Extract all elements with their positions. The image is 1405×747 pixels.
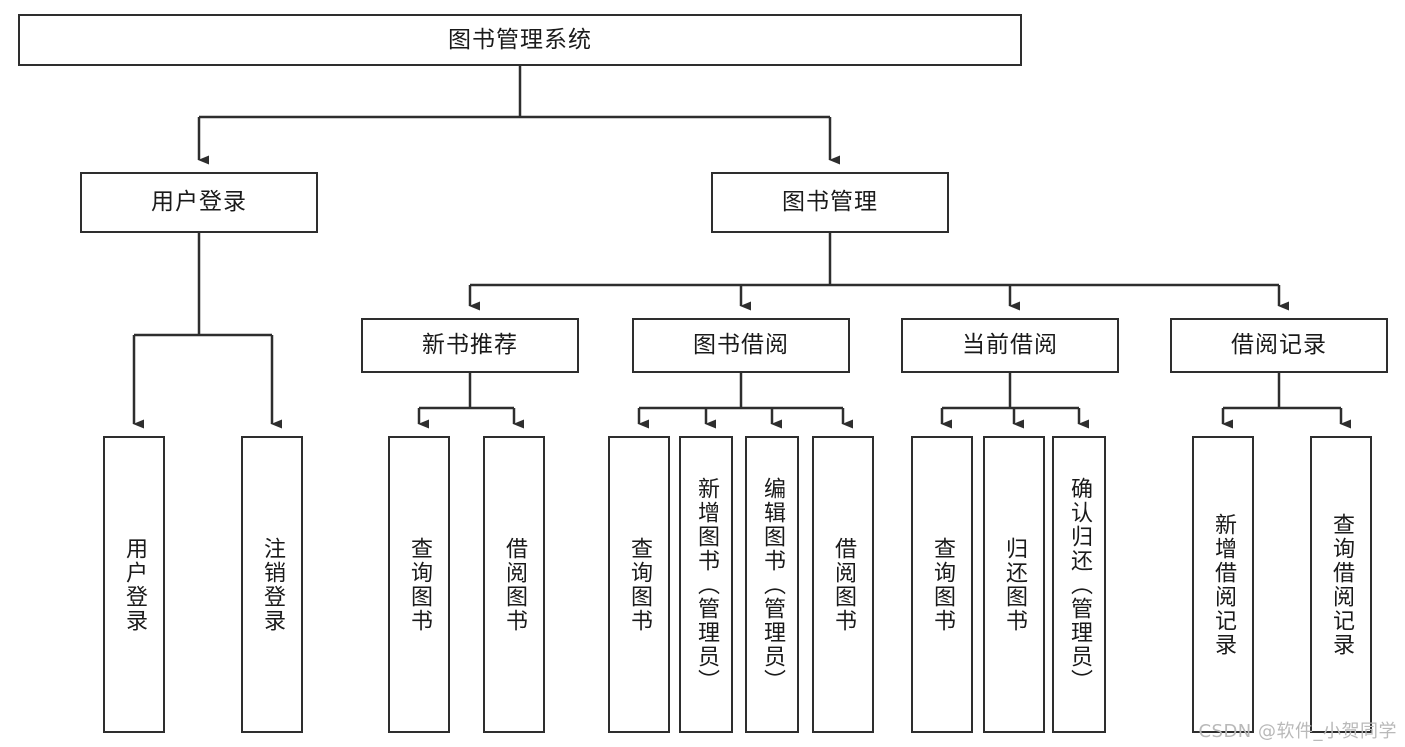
node-leaf-query-books-current[interactable]: 查询图书 xyxy=(911,436,973,733)
node-current-borrow[interactable]: 当前借阅 xyxy=(901,318,1119,373)
node-leaf-query-books-current-label: 查询图书 xyxy=(929,536,955,633)
node-leaf-confirm-return-admin-label: 确认归还（管理员） xyxy=(1066,476,1092,693)
node-leaf-edit-book-admin[interactable]: 编辑图书（管理员） xyxy=(745,436,799,733)
node-leaf-edit-book-admin-label: 编辑图书（管理员） xyxy=(759,476,785,693)
node-root-label: 图书管理系统 xyxy=(448,26,592,53)
node-book-borrow-label: 图书借阅 xyxy=(693,332,789,359)
node-borrow-records-label: 借阅记录 xyxy=(1231,332,1327,359)
node-leaf-add-borrow-record[interactable]: 新增借阅记录 xyxy=(1192,436,1254,733)
node-new-book-recommend[interactable]: 新书推荐 xyxy=(361,318,579,373)
node-book-borrow[interactable]: 图书借阅 xyxy=(632,318,850,373)
node-leaf-borrow-books-borrow[interactable]: 借阅图书 xyxy=(812,436,874,733)
node-leaf-query-books-recommend-label: 查询图书 xyxy=(406,536,432,633)
node-leaf-user-login-label: 用户登录 xyxy=(121,536,147,633)
node-leaf-add-book-admin[interactable]: 新增图书（管理员） xyxy=(679,436,733,733)
node-new-book-recommend-label: 新书推荐 xyxy=(422,332,518,359)
node-user-login-label: 用户登录 xyxy=(151,189,247,216)
node-root[interactable]: 图书管理系统 xyxy=(18,14,1022,66)
node-leaf-logout-label: 注销登录 xyxy=(259,536,285,633)
node-leaf-borrow-books-recommend[interactable]: 借阅图书 xyxy=(483,436,545,733)
node-book-management[interactable]: 图书管理 xyxy=(711,172,949,233)
node-book-management-label: 图书管理 xyxy=(782,189,878,216)
node-leaf-confirm-return-admin[interactable]: 确认归还（管理员） xyxy=(1052,436,1106,733)
node-leaf-query-books-recommend[interactable]: 查询图书 xyxy=(388,436,450,733)
node-leaf-add-borrow-record-label: 新增借阅记录 xyxy=(1210,512,1236,657)
node-current-borrow-label: 当前借阅 xyxy=(962,332,1058,359)
node-leaf-query-books-borrow[interactable]: 查询图书 xyxy=(608,436,670,733)
node-leaf-logout[interactable]: 注销登录 xyxy=(241,436,303,733)
node-leaf-borrow-books-borrow-label: 借阅图书 xyxy=(830,536,856,633)
node-leaf-query-borrow-record-label: 查询借阅记录 xyxy=(1328,512,1354,657)
node-leaf-return-books-label: 归还图书 xyxy=(1001,536,1027,633)
node-leaf-query-books-borrow-label: 查询图书 xyxy=(626,536,652,633)
node-leaf-add-book-admin-label: 新增图书（管理员） xyxy=(693,476,719,693)
node-borrow-records[interactable]: 借阅记录 xyxy=(1170,318,1388,373)
node-leaf-borrow-books-recommend-label: 借阅图书 xyxy=(501,536,527,633)
node-leaf-return-books[interactable]: 归还图书 xyxy=(983,436,1045,733)
node-leaf-user-login[interactable]: 用户登录 xyxy=(103,436,165,733)
node-leaf-query-borrow-record[interactable]: 查询借阅记录 xyxy=(1310,436,1372,733)
node-user-login[interactable]: 用户登录 xyxy=(80,172,318,233)
csdn-watermark: CSDN @软件_小贺同学 xyxy=(1198,721,1397,742)
